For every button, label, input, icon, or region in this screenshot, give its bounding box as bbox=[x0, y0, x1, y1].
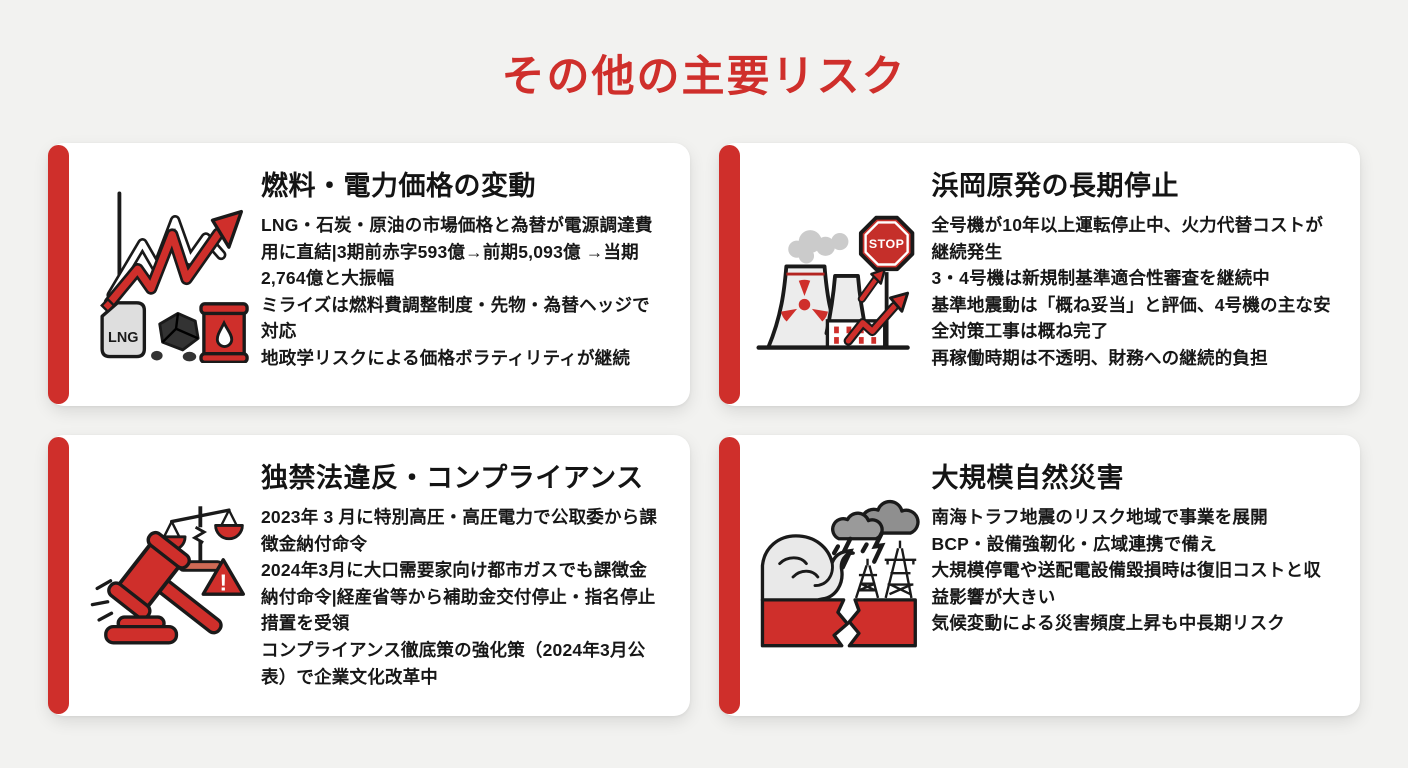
card-text-line: 再稼働時期は不透明、財務への継続的負担 bbox=[931, 347, 1268, 368]
card-text-line: 南海トラフ地震のリスク地域で事業を展開 bbox=[931, 507, 1268, 527]
card-icon-area: ! bbox=[69, 435, 261, 716]
gavel-compliance-icon: ! bbox=[90, 505, 245, 645]
card-accent-bar bbox=[718, 145, 740, 404]
card-compliance: ! bbox=[48, 435, 690, 716]
page-title: その他の主要リスク bbox=[501, 53, 907, 101]
card-grid: LNG 燃料・電力価 bbox=[48, 143, 1360, 716]
card-text-line: コンプライアンス徹底策の強化策（2024年3月公表）で企業文化改革中 bbox=[261, 639, 646, 687]
coal-lump bbox=[151, 311, 200, 361]
card-text-line: 大規模停電や送配電設備毀損時は復旧コストと収益影響が大きい bbox=[931, 560, 1321, 607]
card-nuclear-shutdown: STOP 浜岡原発の長期停止 全号機が10年以上運転停止中、火力代替コストが継続… bbox=[718, 143, 1360, 406]
stop-sign: STOP bbox=[858, 215, 914, 271]
card-accent-bar bbox=[48, 145, 69, 404]
card-text-line: LNG・石炭・原油の市場価格と為替が電源調達費用に直結|3期前赤字593億→前期… bbox=[261, 215, 653, 289]
stop-label: STOP bbox=[868, 237, 903, 251]
card-icon-area: STOP bbox=[740, 143, 932, 406]
impact-lines bbox=[90, 578, 114, 622]
card-icon-area bbox=[740, 435, 932, 716]
card-accent-bar bbox=[718, 437, 740, 714]
card-title: 大規模自然災害 bbox=[931, 463, 1124, 493]
smoke-cloud bbox=[787, 229, 848, 264]
lng-tag: LNG bbox=[100, 297, 147, 358]
storm-clouds bbox=[830, 499, 920, 540]
lng-label: LNG bbox=[108, 330, 138, 346]
warning-label: ! bbox=[219, 569, 227, 595]
card-fuel-price: LNG 燃料・電力価 bbox=[48, 143, 690, 406]
transmission-towers bbox=[854, 540, 916, 598]
card-content: 浜岡原発の長期停止 全号機が10年以上運転停止中、火力代替コストが継続発生 3・… bbox=[932, 143, 1335, 388]
gavel bbox=[107, 530, 223, 634]
card-natural-disaster: 大規模自然災害 南海トラフ地震のリスク地域で事業を展開 BCP・設備強靭化・広域… bbox=[718, 435, 1360, 716]
tsunami-wave bbox=[760, 533, 855, 602]
rising-arrows bbox=[843, 267, 909, 346]
fuel-price-chart-icon: LNG bbox=[100, 190, 249, 363]
sound-block bbox=[104, 614, 179, 645]
card-accent-bar bbox=[48, 437, 69, 714]
card-text-line: 2024年3月に大口需要家向け都市ガスでも課徴金納付命令|経産省等から補助金交付… bbox=[261, 560, 656, 634]
cracked-ground bbox=[760, 597, 917, 647]
nuclear-plant-stop-icon: STOP bbox=[755, 215, 914, 350]
card-text-line: 全号機が10年以上運転停止中、火力代替コストが継続発生 bbox=[931, 215, 1324, 262]
card-content: 燃料・電力価格の変動 LNG・石炭・原油の市場価格と為替が電源調達費用に直結|3… bbox=[261, 143, 664, 388]
card-text-line: 基準地震動は「概ね妥当」と評価、4号機の主な安全対策工事は概ね完了 bbox=[931, 294, 1331, 342]
card-text-line: 気候変動による災害頻度上昇も中長期リスク bbox=[931, 613, 1285, 634]
radiation-symbol bbox=[780, 279, 828, 322]
card-icon-area: LNG bbox=[69, 143, 261, 406]
cooling-tower-small bbox=[824, 273, 868, 335]
card-text-line: ミライズは燃料費調整制度・先物・為替ヘッジで対応 bbox=[261, 294, 650, 342]
card-content: 大規模自然災害 南海トラフ地震のリスク地域で事業を展開 BCP・設備強靭化・広域… bbox=[932, 435, 1335, 653]
card-title: 燃料・電力価格の変動 bbox=[261, 171, 536, 201]
warning-triangle: ! bbox=[201, 557, 245, 596]
natural-disaster-icon bbox=[760, 499, 920, 647]
card-title: 浜岡原発の長期停止 bbox=[931, 171, 1179, 201]
cooling-tower-large bbox=[765, 263, 845, 349]
card-content: 独禁法違反・コンプライアンス 2023年 3 月に特別高圧・高圧電力で公取委から… bbox=[261, 435, 664, 706]
card-text-line: 3・4号機は新規制基準適合性審査を継続中 bbox=[931, 268, 1270, 289]
card-title: 独禁法違反・コンプライアンス bbox=[261, 463, 644, 493]
card-text-line: BCP・設備強靭化・広域連携で備え bbox=[931, 533, 1217, 554]
oil-barrel bbox=[199, 301, 249, 363]
card-text-line: 2023年 3 月に特別高圧・高圧電力で公取委から課徴金納付命令 bbox=[261, 507, 658, 554]
card-text-line: 地政学リスクによる価格ボラティリティが継続 bbox=[261, 347, 631, 368]
